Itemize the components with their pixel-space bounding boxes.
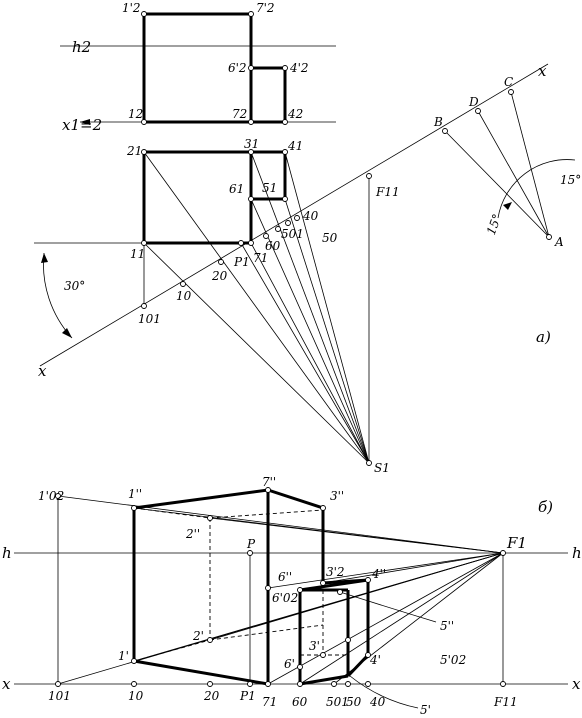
label-h-right: h [572,544,582,562]
label-F1-top: F11 [375,185,400,199]
label-1-01: 101 [138,312,161,326]
label-B: B [433,115,443,129]
part-a: 1'2 7'2 h2 6'2 4'2 x1=2 12 72 42 21 31 4… [34,1,581,475]
label-1pp: 1'' [128,487,142,501]
label-6p: 6' [284,657,295,671]
label-6-0: 60 [265,239,281,253]
label-6-1: 61 [229,182,244,196]
label-7-2: 7'2 [256,1,275,15]
label-x-left-b: x [2,675,11,693]
part-b-points [55,487,506,687]
label-2-0: 20 [211,269,228,283]
label-x12: x1=2 [62,116,102,134]
label-P1: P1 [233,255,250,269]
label-4-1: 41 [287,139,303,153]
label-A: A [554,235,564,249]
label-x-right-b: x [572,675,581,693]
label-b-7-1: 71 [262,695,277,709]
label-2-1: 21 [126,144,142,158]
picture-plane-line [39,63,549,367]
label-F1: F1 [506,534,527,552]
label-5-1: 51 [262,181,277,195]
label-15-a: 15° [560,173,581,187]
front-view-step [249,66,287,124]
label-b: б) [538,498,553,516]
label-D: D [468,95,479,109]
label-3-1: 31 [244,137,259,151]
label-b-6-0: 60 [292,695,308,709]
label-1p02: 1'02 [38,489,64,503]
leader-5p [349,675,419,709]
label-5p: 5' [420,703,431,717]
label-x-left: x [38,362,47,380]
label-x-right: x [538,62,547,80]
label-4-1p: 4'' [371,567,386,581]
label-4-2b: 42 [287,107,303,121]
label-5p02: 5'02 [440,653,466,667]
label-b-1-01: 101 [48,689,71,703]
label-1p: 1' [118,649,129,663]
plan-view-body [142,150,253,245]
angle-arc [497,159,576,219]
label-1-0: 10 [176,289,192,303]
label-b-5-0: 50 [346,695,362,709]
label-6-2: 6'2 [228,61,247,75]
label-P: P [246,537,256,551]
part-a-points [141,11,552,466]
label-7-1: 71 [253,251,268,265]
label-6p02: 6'02 [272,591,298,605]
label-b-2-0: 20 [203,689,220,703]
label-4-2: 4'2 [289,61,309,75]
label-6pp: 6'' [278,570,292,584]
label-C: C [504,75,513,89]
label-S1: S1 [374,461,390,475]
label-h2: h2 [72,38,91,56]
label-4-0: 40 [302,209,319,223]
label-5-01: 501 [281,227,304,241]
visual-rays [143,151,370,464]
part-b: б) h h x x 1'02 1'' 7'' 3'' 2'' P F1 6''… [2,475,582,717]
label-b-F11: F11 [493,695,518,709]
label-b-4-0: 40 [369,695,386,709]
vanishing-lines [57,495,504,685]
label-3-2p: 3'2 [326,565,345,579]
label-5-0: 50 [322,231,338,245]
label-7pp: 7'' [262,475,276,489]
label-h-left: h [2,544,12,562]
visible-edges [132,488,370,686]
label-15-b: 15° [484,212,504,237]
leader-5pp [339,591,437,623]
label-7-2b: 72 [232,107,247,121]
label-3pp: 3'' [330,489,344,503]
label-a: а) [536,328,551,346]
label-1-2b: 12 [128,107,143,121]
label-2p: 2' [192,629,204,643]
label-b-P1: P1 [239,689,256,703]
label-2pp: 2'' [185,527,200,541]
label-angle-30: 30° [64,279,85,293]
plan-view-step [251,150,287,201]
x12-arrow [80,119,90,125]
label-1-1: 11 [130,247,145,261]
label-4p: 4' [369,653,381,667]
label-b-5-01: 501 [326,695,349,709]
label-1-2: 1'2 [122,1,141,15]
label-b-1-0: 10 [128,689,144,703]
angle-30-arc [43,252,73,339]
label-5pp: 5'' [440,619,454,633]
label-3p: 3' [309,639,320,653]
